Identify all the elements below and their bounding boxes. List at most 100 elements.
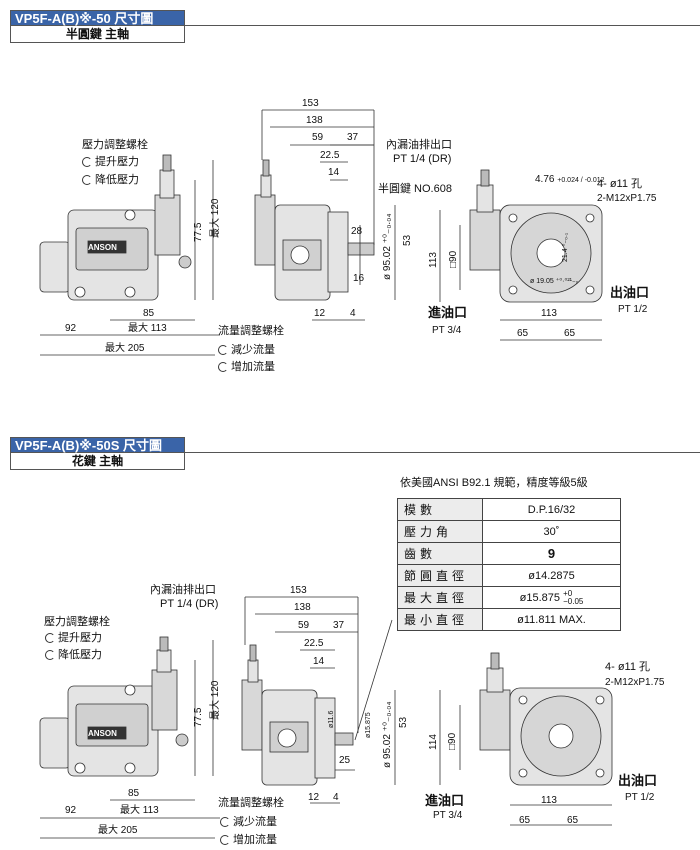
dim-153: 153 [290,585,307,596]
dim-53: 53 [398,716,409,728]
dim-12: 12 [308,792,320,803]
outlet-label: 出油口 [610,285,650,300]
dim-59: 59 [298,620,310,631]
raise-pressure-label: 提升壓力 [58,632,102,644]
dim-37: 37 [333,620,345,631]
section1-subtitle: 半圓鍵 主軸 [10,26,185,43]
dim-113: 113 [541,308,557,319]
flow-screw-label: 流量調整螺栓 [218,325,284,337]
dim-14: 14 [328,167,340,178]
dim-138: 138 [306,115,323,126]
section2-subtitle: 花鍵 主軸 [10,453,185,470]
dim-65-left: 65 [519,815,531,826]
dim-65-right: 65 [567,815,579,826]
holes-label: 4- ø11 孔 [605,661,651,673]
rotate-cw-icon [218,345,228,355]
outlet-size: PT 1/2 [625,792,655,803]
dim-77-5: 77.5 [193,707,204,727]
rotate-ccw-icon [45,650,55,660]
dim-65-left: 65 [517,328,529,339]
dim-sq-90: □90 [447,732,458,750]
pump-front-view-1 [40,109,396,356]
dim-25: 25 [339,755,351,766]
inlet-size: PT 3/4 [433,810,463,821]
dim-21-4: 21.4 ⁰₋₀.₁ [562,232,569,262]
rotate-ccw-icon [218,362,228,372]
dim-4-76: 4.76 +0.024 / -0.012 [535,174,605,185]
dim-28: 28 [351,226,363,237]
thread-label: 2-M12xP1.75 [605,677,665,688]
rotate-cw-icon [82,157,92,167]
lower-pressure-label: 降低壓力 [82,175,139,186]
key-label: 半圓鍵 NO.608 [378,183,452,195]
dim-16: 16 [353,273,365,284]
increase-flow-label: 增加流量 [231,361,275,373]
raise-pressure-label: 提升壓力 [82,157,139,168]
holes-label: 4- ø11 孔 [597,178,643,190]
pump-front-view-2 [40,596,396,839]
dim-22-5: 22.5 [320,150,340,161]
dim-max-120: 最大 120 [210,680,221,720]
dim-phi-95: ø 95.02 ⁺⁰₋₀.₀₄ [382,701,393,768]
dim-114-vertical: 114 [428,734,439,750]
inlet-label: 進油口 [425,793,465,808]
dim-113: 113 [541,795,557,806]
section1-title: VP5F-A(B)※-50 尺寸圖 [10,10,185,26]
rotate-ccw-icon [82,175,92,185]
dim-85: 85 [128,788,140,799]
thread-label: 2-M12xP1.75 [597,193,657,204]
dim-phi-95: ø 95.02 ⁺⁰₋₀.₀₄ [382,213,393,280]
pressure-screw-label: 壓力調整螺栓 [82,139,148,151]
dim-138: 138 [294,602,311,613]
dim-92: 92 [65,323,77,334]
dim-22-5: 22.5 [304,638,324,649]
outlet-size: PT 1/2 [618,304,648,315]
dim-153: 153 [302,98,319,109]
dim-14: 14 [313,656,325,667]
anson-logo: ANSON [88,243,117,252]
flow-screw-label: 流量調整螺栓 [218,797,284,809]
rotate-cw-icon [220,817,230,827]
dim-92: 92 [65,805,77,816]
dim-77-5: 77.5 [193,222,204,242]
drain-port-label: 內漏油排出口 [386,139,452,151]
dim-37: 37 [347,132,359,143]
dim-phi-15-875: ø15.875 [365,712,372,738]
dim-max-120: 最大 120 [210,198,221,238]
inlet-size: PT 3/4 [432,325,462,336]
section1-rule [185,25,700,26]
reduce-flow-label: 減少流量 [231,344,275,356]
dim-53: 53 [402,234,413,246]
lower-pressure-label: 降低壓力 [58,649,102,661]
drain-port-size: PT 1/4 (DR) [160,598,219,610]
dim-65-right: 65 [564,328,576,339]
pump-end-view-1 [439,169,603,341]
inlet-label: 進油口 [428,305,468,320]
dim-max-205: 最大 205 [105,343,145,354]
pressure-screw-label: 壓力調整螺栓 [44,616,110,628]
outlet-label: 出油口 [618,773,658,788]
increase-flow-label: 增加流量 [233,834,277,846]
rotate-ccw-icon [220,835,230,845]
drain-port-size: PT 1/4 (DR) [393,153,452,165]
dim-max-205: 最大 205 [98,825,138,836]
dim-59: 59 [312,132,324,143]
anson-logo-plate-1 [87,240,127,254]
section2-rule [185,452,700,453]
spline-caption: 依美國ANSI B92.1 規範，精度等級5級 [400,477,588,489]
dim-113-vertical: 113 [428,252,439,268]
section2-title: VP5F-A(B)※-50S 尺寸圖 [10,437,185,453]
rotate-cw-icon [45,633,55,643]
dim-85: 85 [143,308,155,319]
dim-4: 4 [350,308,356,319]
anson-logo-plate-2 [87,726,127,740]
dim-12: 12 [314,308,326,319]
pump-side-view-1 [39,154,192,301]
dim-max-113: 最大 113 [128,323,167,334]
